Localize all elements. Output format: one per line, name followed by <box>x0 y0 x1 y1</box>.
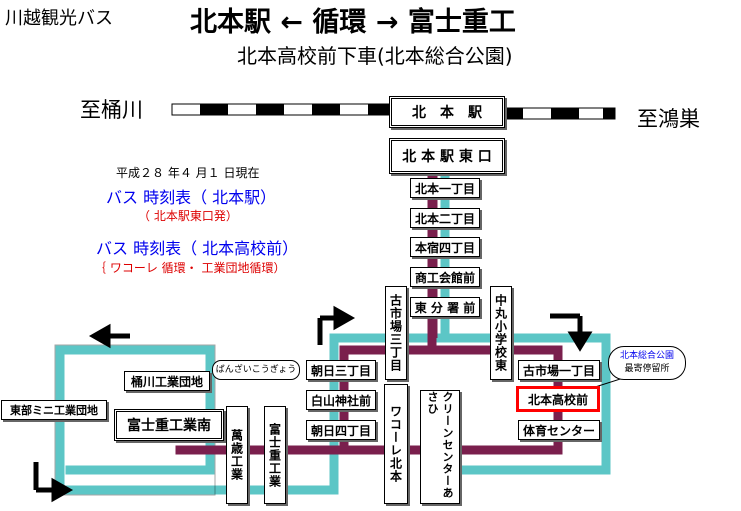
route-title: 北本駅 ← 循環 → 富士重工 <box>190 7 516 38</box>
stop-asahi-3chome: 朝日三丁目 <box>306 360 376 380</box>
timetable-link-kitamoto-station-sub: （ 北本駅東口発） <box>138 209 238 223</box>
stop-kitamoto-2chome: 北本二丁目 <box>410 208 480 228</box>
park-note-line1: 北本総合公園 <box>619 351 674 361</box>
stop-hakusan-shrine: 白山神社前 <box>306 390 376 410</box>
stop-clean-center-asahi: クリーンセンターあさひ <box>420 390 460 504</box>
stop-banzai-kogyo: 萬歳工業 <box>226 406 248 504</box>
alight-note: 北本高校前下車(北本総合公園) <box>237 44 513 68</box>
stop-tobu-mini-industrial: 東部ミニ工業団地 <box>1 400 107 420</box>
outer-route <box>55 175 611 495</box>
stop-kitamoto-east-exit: 北 本 駅 東 口 <box>389 138 505 174</box>
rail-left-label: 至桶川 <box>80 98 143 122</box>
operator-name: 川越観光バス <box>5 8 113 29</box>
info-date: 平成２８ 年４ 月１ 日現在 <box>116 166 260 180</box>
station-kitamoto: 北 本 駅 <box>389 96 505 128</box>
stop-fuji-heavy-south: 富士重工業南 <box>114 409 224 441</box>
stop-furuichiba-1chome: 古市場一丁目 <box>518 360 600 380</box>
stop-fuji-heavy: 富士重工業 <box>264 406 286 504</box>
stop-higashi-bunsho: 東 分 署 前 <box>410 297 480 317</box>
stop-furuichiba-3chome: 古市場三丁目 <box>385 286 407 380</box>
stop-kitamoto-1chome: 北本一丁目 <box>410 178 480 198</box>
timetable-link-kitamoto-koko-sub: ｛ ワコーレ 循環・ 工業団地循環） <box>94 261 286 275</box>
timetable-link-kitamoto-koko[interactable]: バス 時刻表（ 北本高校前） <box>96 239 299 258</box>
stop-taiiku-center: 体育センター <box>518 420 600 440</box>
stop-wakore-kitamoto: ワコーレ北本 <box>384 384 408 504</box>
timetable-link-kitamoto-station[interactable]: バス 時刻表（ 北本駅） <box>106 188 277 207</box>
stop-kitamoto-koko: 北本高校前 <box>516 386 600 412</box>
park-note: 北本総合公園 最寄停留所 <box>608 346 686 380</box>
banzai-reading-callout: ばんざいこうぎょう <box>212 360 300 380</box>
stop-nakamaru-school-east: 中丸小学校東 <box>490 286 512 380</box>
rail-right-label: 至鴻巣 <box>637 107 700 131</box>
railway-line <box>171 103 616 120</box>
direction-arrows <box>33 305 593 503</box>
stop-okegawa-industrial: 桶川工業団地 <box>124 371 210 391</box>
park-note-line2: 最寄停留所 <box>624 364 670 374</box>
stop-motojuku-4chome: 本宿四丁目 <box>410 237 480 257</box>
stop-asahi-4chome: 朝日四丁目 <box>306 420 376 440</box>
stop-shoko-kaikan: 商工会館前 <box>410 267 480 287</box>
